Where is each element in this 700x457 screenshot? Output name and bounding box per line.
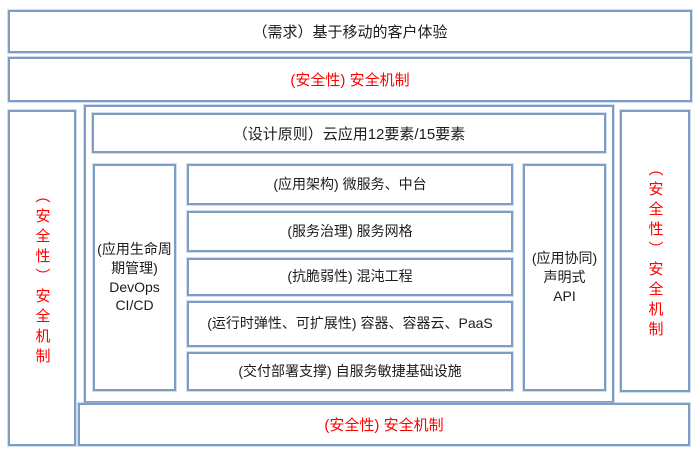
security-bottom-box: (安全性) 安全机制 [78,403,690,446]
design-principles-label: （设计原则）云应用12要素/15要素 [232,125,466,143]
runtime-elasticity-label: (运行时弹性、可扩展性) 容器、容器云、PaaS [207,315,493,332]
security-top-label: (安全性) 安全机制 [290,72,410,89]
design-principles-box: （设计原则）云应用12要素/15要素 [92,113,606,153]
delivery-deployment-label: (交付部署支撑) 自服务敏捷基础设施 [238,362,462,379]
security-right-strip: （安全性）安全机制 [620,110,690,392]
app-architecture-box: (应用架构) 微服务、中台 [187,164,513,205]
security-top-box: (安全性) 安全机制 [8,57,692,102]
security-left-strip: （安全性）安全机制 [8,110,76,446]
lifecycle-management-label: (应用生命周期管理) DevOps CI/CD [97,240,172,314]
app-architecture-label: (应用架构) 微服务、中台 [273,175,427,192]
central-container-box: （设计原则）云应用12要素/15要素 (应用生命周期管理) DevOps CI/… [84,105,614,403]
requirement-box: （需求）基于移动的客户体验 [8,10,692,53]
anti-fragility-box: (抗脆弱性) 混沌工程 [187,258,513,296]
delivery-deployment-box: (交付部署支撑) 自服务敏捷基础设施 [187,352,513,391]
app-collaboration-label: (应用协同) 声明式 API [531,250,598,304]
service-governance-box: (服务治理) 服务网格 [187,211,513,252]
lifecycle-management-box: (应用生命周期管理) DevOps CI/CD [93,164,176,391]
security-right-label: （安全性）安全机制 [646,161,664,341]
requirement-label: （需求）基于移动的客户体验 [252,24,448,41]
security-left-label: （安全性）安全机制 [33,188,51,368]
security-bottom-label: (安全性) 安全机制 [324,417,444,434]
app-collaboration-box: (应用协同) 声明式 API [523,164,606,391]
anti-fragility-label: (抗脆弱性) 混沌工程 [287,268,413,285]
service-governance-label: (服务治理) 服务网格 [287,222,413,239]
runtime-elasticity-box: (运行时弹性、可扩展性) 容器、容器云、PaaS [187,301,513,347]
